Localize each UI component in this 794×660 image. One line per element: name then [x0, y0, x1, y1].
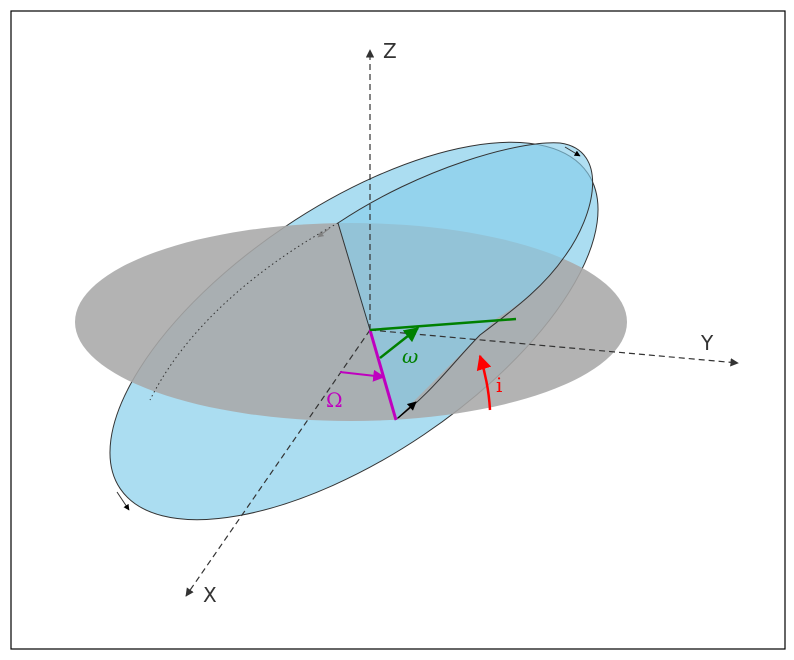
orbit-direction-arrow-node: [397, 401, 417, 419]
inclination-label: i: [496, 373, 502, 397]
periapsis-line: [369, 317, 517, 332]
periapsis-arrow: [379, 327, 420, 359]
ascending-node-label: Ω: [326, 388, 343, 412]
x-axis-label: X: [203, 583, 217, 607]
orbit-direction-arrow-hidden: [317, 227, 331, 238]
orbit-direction-arrow-left: [116, 491, 130, 511]
orbit-outline-upper: [337, 142, 594, 421]
x-axis: [185, 329, 371, 597]
orbital-plane-upper: [338, 142, 593, 420]
ascending-node-arrow: [339, 369, 386, 382]
y-axis: [369, 329, 739, 367]
orbit-direction-arrow-top: [564, 146, 581, 157]
periapsis-label: ω: [402, 344, 418, 368]
z-axis-label: Z: [383, 39, 397, 63]
y-axis-label: Y: [700, 331, 714, 355]
inclination-arc: [476, 354, 492, 411]
orbit-hidden-dotted: [149, 222, 339, 401]
line-of-nodes: [337, 222, 371, 331]
diagram-frame: [10, 10, 786, 650]
